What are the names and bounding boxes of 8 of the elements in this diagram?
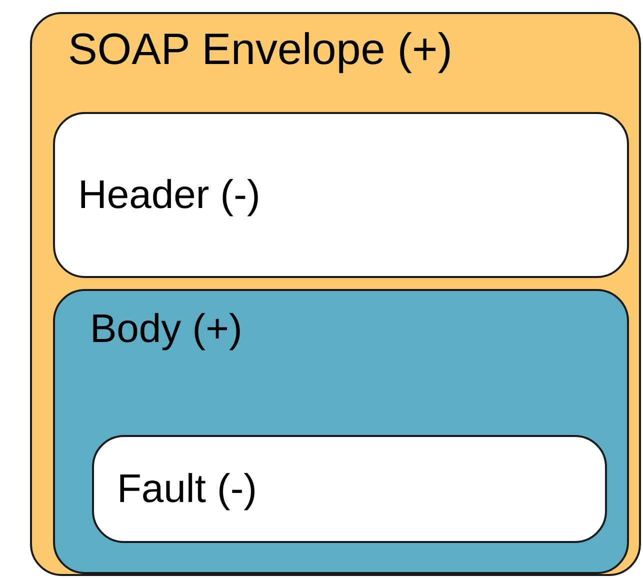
box-label: SOAP Envelope (+) xyxy=(68,28,452,72)
box-label: Header (-) xyxy=(78,175,260,215)
body-box xyxy=(53,289,629,574)
envelope-box xyxy=(30,12,641,576)
header-box xyxy=(53,112,629,278)
fault-box xyxy=(92,435,607,543)
box-label: Body (+) xyxy=(90,309,242,349)
box-label: Fault (-) xyxy=(117,469,257,509)
